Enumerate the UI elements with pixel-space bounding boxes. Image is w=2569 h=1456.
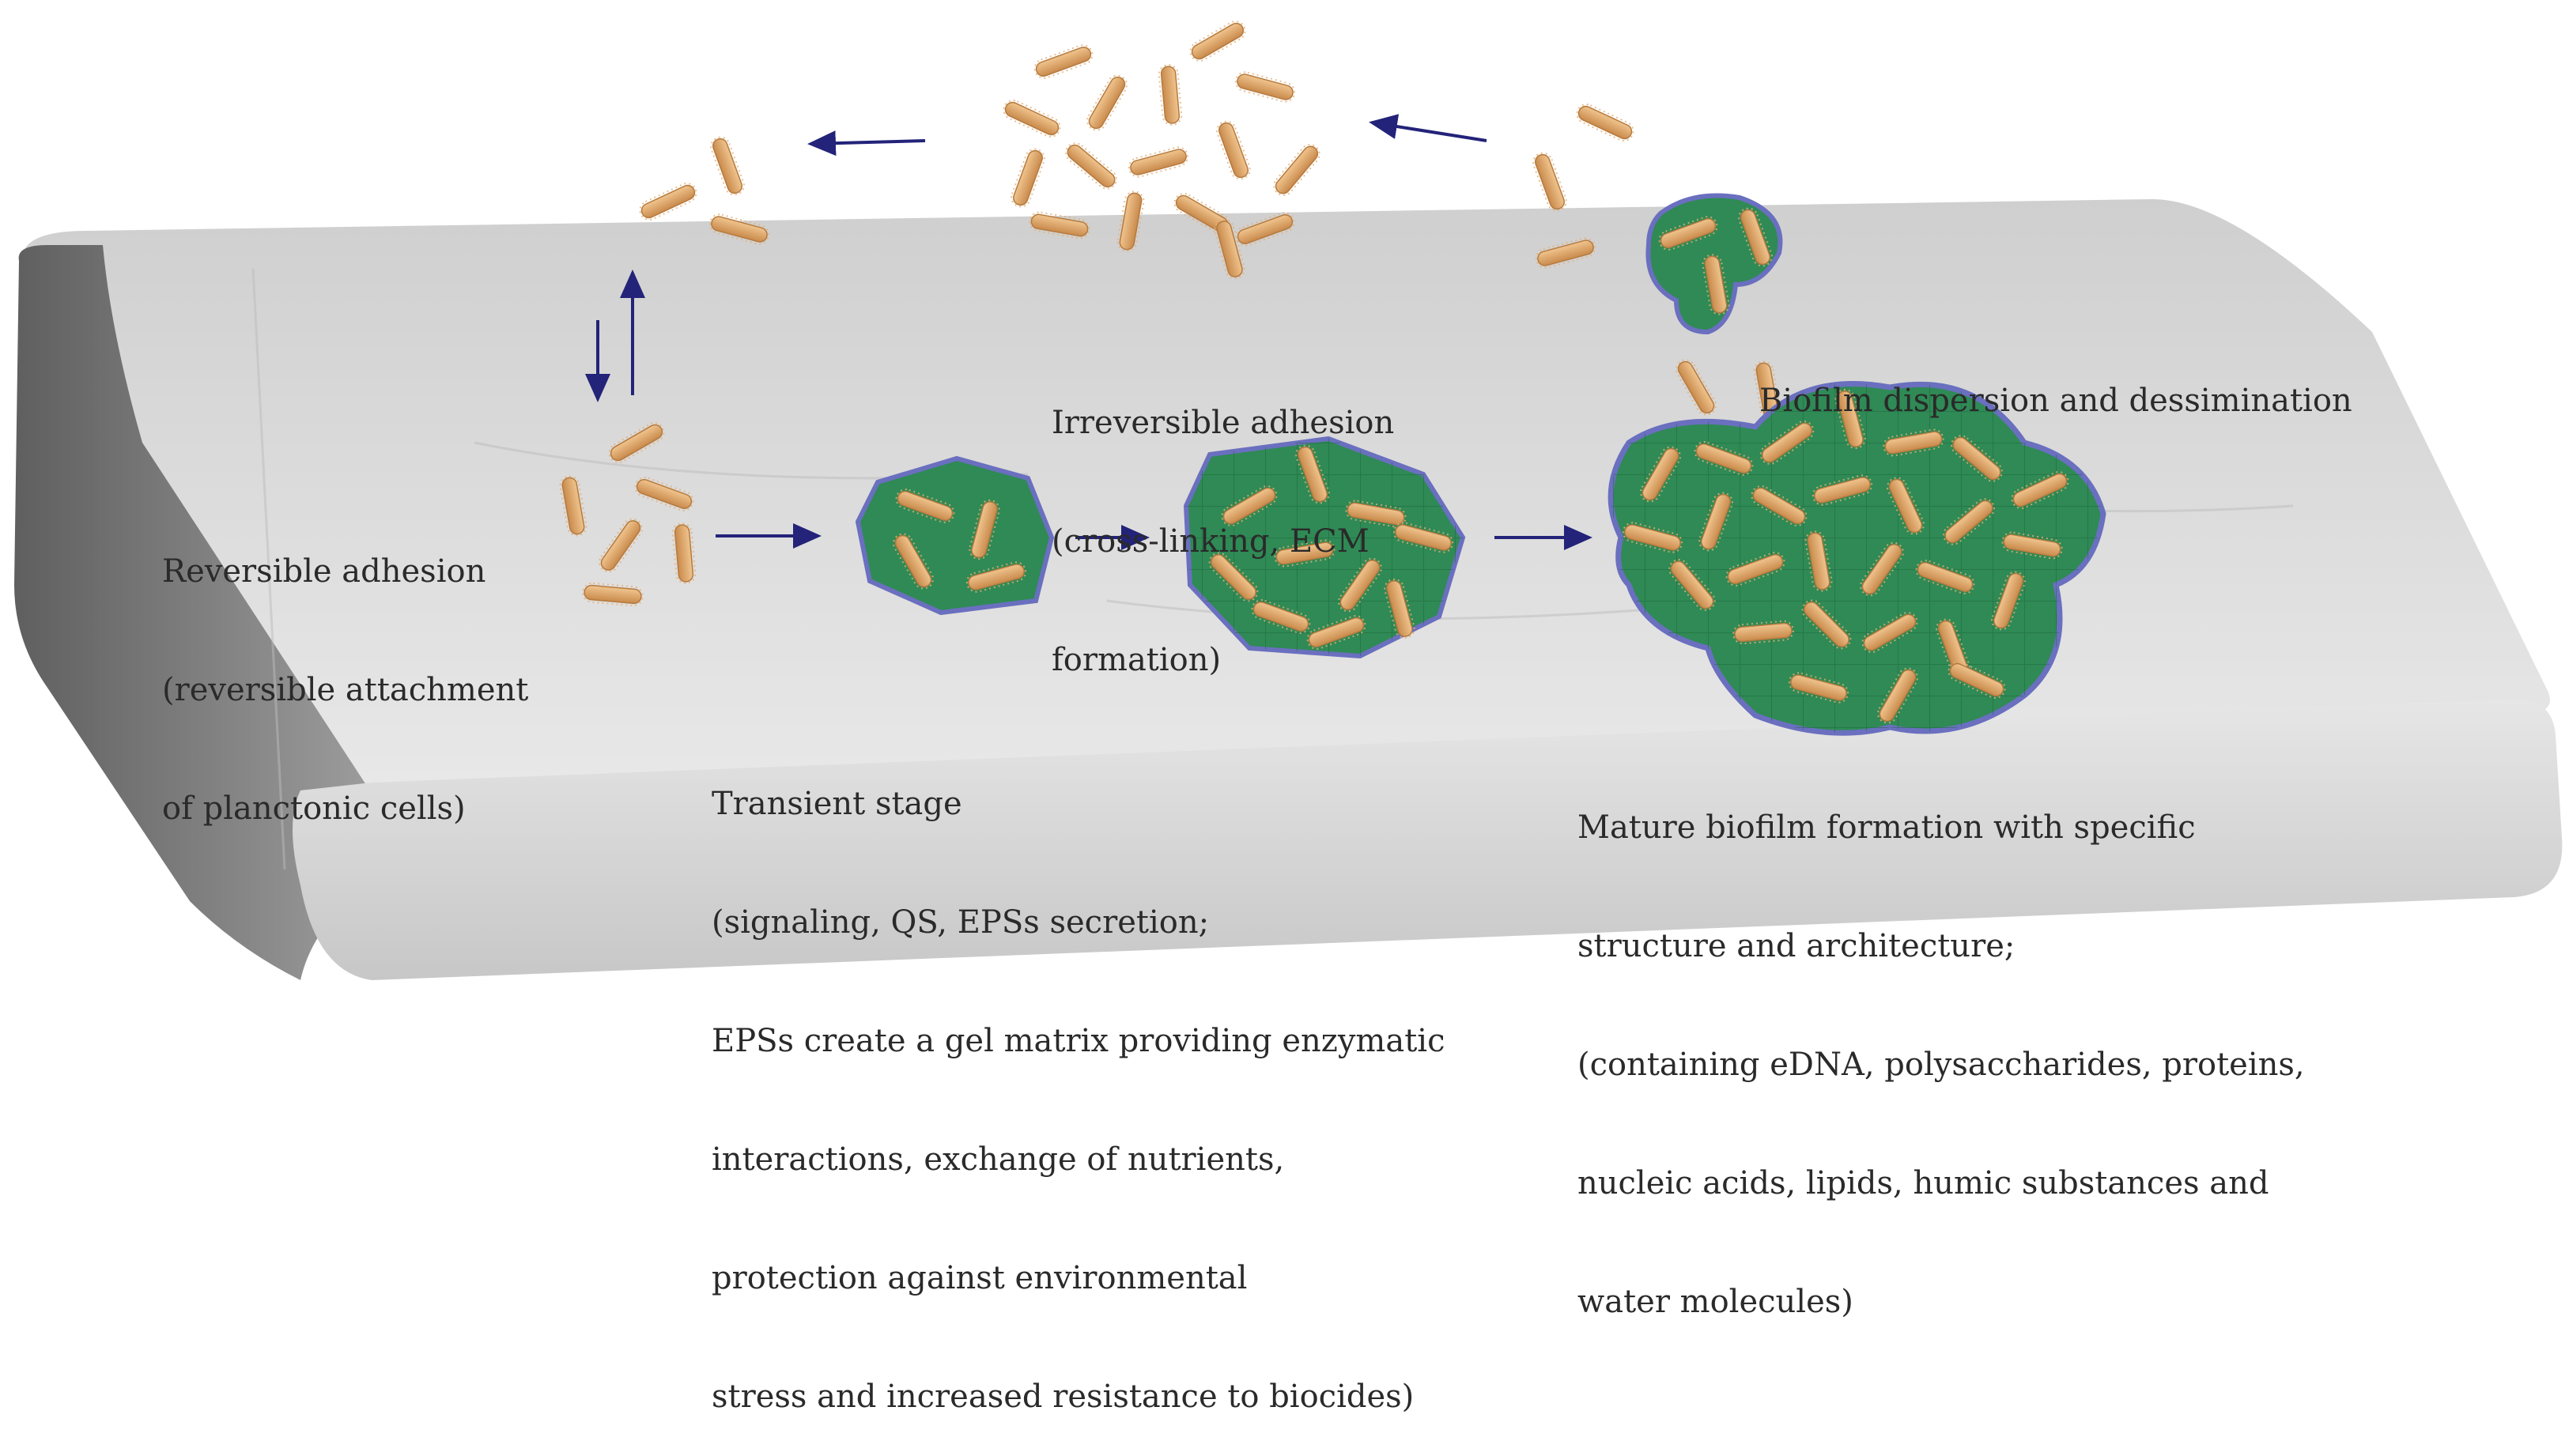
- label-biofilm-dispersion: Biofilm dispersion and dessimination: [1759, 302, 2352, 460]
- label-line: formation): [1052, 642, 1222, 678]
- label-line: Irreversible adhesion: [1052, 405, 1395, 441]
- mature-biofilm: [1608, 381, 2106, 736]
- label-line: nucleic acids, lipids, humic substances …: [1577, 1165, 2269, 1201]
- arrow-planktonic-to-left: [807, 130, 926, 157]
- label-line: Reversible adhesion: [162, 553, 486, 590]
- label-line: (reversible attachment: [162, 672, 529, 708]
- label-line: structure and architecture;: [1577, 928, 2016, 964]
- cycle-arrows: [585, 114, 1592, 550]
- transient-microcolony: [855, 455, 1055, 616]
- label-mature-biofilm: Mature biofilm formation with specific s…: [1577, 729, 2305, 1361]
- dispersing-biofilm-fragment: [1645, 193, 1783, 335]
- label-line: (containing eDNA, polysaccharides, prote…: [1577, 1047, 2305, 1083]
- label-line: (cross-linking, ECM: [1052, 523, 1370, 560]
- label-line: Mature biofilm formation with specific: [1577, 809, 2196, 846]
- label-line: Biofilm dispersion and dessimination: [1759, 383, 2352, 419]
- arrow-dispersion-to-planktonic: [1369, 114, 1487, 142]
- label-line: water molecules): [1577, 1284, 1853, 1320]
- label-line: stress and increased resistance to bioci…: [712, 1379, 1415, 1415]
- biofilm-lifecycle-diagram: [14, 17, 2563, 980]
- label-line: protection against environmental: [712, 1260, 1248, 1296]
- label-line: (signaling, QS, EPSs secretion;: [712, 904, 1210, 941]
- label-line: interactions, exchange of nutrients,: [712, 1141, 1285, 1178]
- label-transient-stage: Transient stage (signaling, QS, EPSs sec…: [712, 705, 1445, 1456]
- label-irreversible-adhesion: Irreversible adhesion (cross-linking, EC…: [1052, 324, 1394, 719]
- label-reversible-adhesion: Reversible adhesion (reversible attachme…: [162, 473, 528, 868]
- label-line: of planctonic cells): [162, 790, 466, 827]
- label-line: Transient stage: [712, 786, 962, 822]
- irreversible-adhesion-colony: [1183, 436, 1466, 659]
